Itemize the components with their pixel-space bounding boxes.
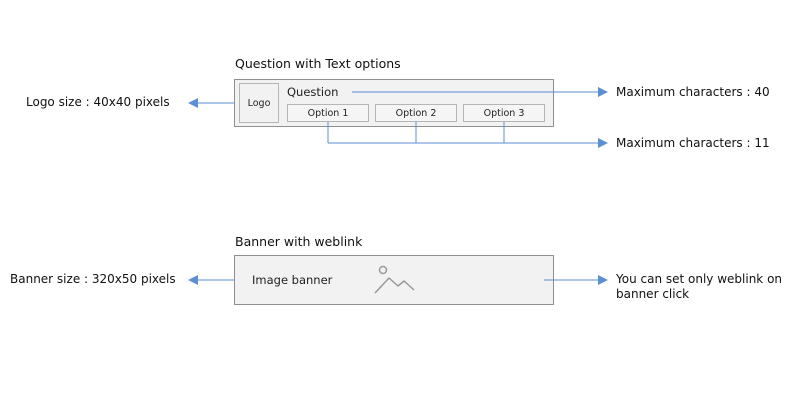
logo-size-note: Logo size : 40x40 pixels — [26, 95, 170, 109]
weblink-note-line-1: You can set only weblink on — [616, 272, 783, 286]
image-banner — [234, 255, 554, 305]
option-button-3: Option 3 — [463, 104, 545, 122]
question-max-chars-note: Maximum characters : 40 — [616, 85, 770, 99]
option-button-2: Option 2 — [375, 104, 457, 122]
question-section-title: Question with Text options — [235, 56, 401, 71]
question-label: Question — [287, 85, 339, 99]
banner-section-title: Banner with weblink — [235, 234, 363, 249]
image-placeholder-icon — [374, 265, 415, 294]
image-banner-label: Image banner — [252, 273, 333, 287]
banner-size-note: Banner size : 320x50 pixels — [10, 272, 176, 286]
option-button-1: Option 1 — [287, 104, 369, 122]
logo-placeholder: Logo — [239, 83, 279, 123]
weblink-note-line-2: banner click — [616, 287, 690, 301]
options-max-chars-note: Maximum characters : 11 — [616, 136, 770, 150]
